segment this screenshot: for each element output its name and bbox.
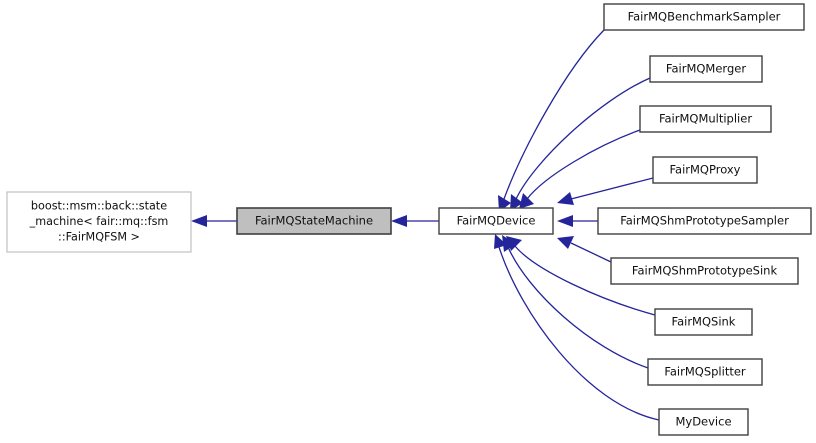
edge-shm-prototype-sampler-to-device-arrowhead-icon xyxy=(557,215,573,227)
fairmq-sink-node-label-line-1: FairMQSink xyxy=(672,315,736,329)
fairmq-benchmark-sampler-node[interactable]: FairMQBenchmarkSampler xyxy=(603,3,805,31)
edge-proxy-to-device-arrowhead-icon xyxy=(557,192,574,205)
fairmq-device-node-box[interactable] xyxy=(438,207,554,235)
fairmq-shm-prototype-sink-node[interactable]: FairMQShmPrototypeSink xyxy=(610,257,799,285)
boost-msm-back-state-machine-node-label-line-3: ::FairMQFSM > xyxy=(58,231,140,244)
fairmq-proxy-node[interactable]: FairMQProxy xyxy=(652,156,758,184)
edge-fairmq-state-machine-to-boost xyxy=(191,215,237,227)
fairmq-shm-prototype-sampler-node-box[interactable] xyxy=(597,207,812,235)
fairmq-state-machine-node[interactable]: FairMQStateMachine xyxy=(236,207,392,235)
edge-proxy-to-device-line xyxy=(570,177,654,200)
fairmq-device-node[interactable]: FairMQDevice xyxy=(438,207,554,235)
my-device-node-box[interactable] xyxy=(658,408,749,436)
edge-shm-prototype-sink-to-device-arrowhead-icon xyxy=(557,236,574,249)
edge-multiplier-to-device-arrowhead-icon xyxy=(519,193,534,209)
fairmq-multiplier-node[interactable]: FairMQMultiplier xyxy=(639,105,772,133)
fairmq-splitter-node-box[interactable] xyxy=(647,358,763,386)
fairmq-splitter-node[interactable]: FairMQSplitter xyxy=(647,358,763,386)
boost-msm-back-state-machine-node-label-line-1: boost::msm::back::state xyxy=(31,200,167,213)
edge-multiplier-to-device xyxy=(519,129,641,209)
fairmq-merger-node-box[interactable] xyxy=(649,55,763,83)
fairmq-multiplier-node-box[interactable] xyxy=(639,105,772,133)
edge-fairmq-device-to-state-machine-arrowhead-icon xyxy=(391,215,407,227)
fairmq-device-node-label-line-1: FairMQDevice xyxy=(457,214,536,228)
edge-merger-to-device-arrowhead-icon xyxy=(510,194,523,211)
boost-msm-back-state-machine-node[interactable]: boost::msm::back::state_machine< fair::m… xyxy=(6,191,192,253)
fairmq-multiplier-node-label-line-1: FairMQMultiplier xyxy=(659,112,752,126)
fairmq-merger-node[interactable]: FairMQMerger xyxy=(649,55,763,83)
edge-shm-prototype-sink-to-device xyxy=(557,236,612,263)
edge-shm-prototype-sampler-to-device xyxy=(557,215,598,227)
fairmq-proxy-node-box[interactable] xyxy=(652,156,758,184)
my-device-node[interactable]: MyDevice xyxy=(658,408,749,436)
edge-splitter-to-device-line xyxy=(507,246,649,369)
nodes-layer: boost::msm::back::state_machine< fair::m… xyxy=(6,3,812,436)
fairmq-shm-prototype-sink-node-label-line-1: FairMQShmPrototypeSink xyxy=(632,264,778,278)
boost-msm-back-state-machine-node-box[interactable] xyxy=(6,191,192,253)
boost-msm-back-state-machine-node-label-line-2: _machine< fair::mq::fsm xyxy=(29,215,169,228)
fairmq-benchmark-sampler-node-box[interactable] xyxy=(603,3,805,31)
edge-fairmq-device-to-state-machine xyxy=(391,215,439,227)
my-device-node-label-line-1: MyDevice xyxy=(675,415,731,429)
edge-fairmq-state-machine-to-boost-arrowhead-icon xyxy=(191,215,207,227)
edge-merger-to-device-line xyxy=(515,77,651,200)
edges-layer xyxy=(191,29,660,421)
edge-proxy-to-device xyxy=(557,177,654,205)
edge-my-device-to-device xyxy=(494,234,660,421)
fairmq-merger-node-label-line-1: FairMQMerger xyxy=(666,62,746,76)
fairmq-shm-prototype-sampler-node-label-line-1: FairMQShmPrototypeSampler xyxy=(620,214,789,228)
edge-benchmark-sampler-to-device-line xyxy=(503,29,605,200)
fairmq-sink-node-box[interactable] xyxy=(654,308,753,336)
fairmq-state-machine-node-label-line-1: FairMQStateMachine xyxy=(255,214,373,228)
edge-my-device-to-device-line xyxy=(498,246,660,421)
fairmq-shm-prototype-sink-node-box[interactable] xyxy=(610,257,799,285)
fairmq-splitter-node-label-line-1: FairMQSplitter xyxy=(664,365,746,379)
edge-splitter-to-device xyxy=(502,235,649,369)
fairmq-benchmark-sampler-node-label-line-1: FairMQBenchmarkSampler xyxy=(628,10,781,24)
edge-multiplier-to-device-line xyxy=(526,129,641,200)
edge-splitter-to-device-arrowhead-icon xyxy=(502,235,516,252)
fairmq-proxy-node-label-line-1: FairMQProxy xyxy=(669,163,740,177)
fairmq-state-machine-node-box[interactable] xyxy=(236,207,392,235)
edge-my-device-to-device-arrowhead-icon xyxy=(494,234,507,249)
edge-shm-prototype-sink-to-device-line xyxy=(570,242,612,263)
edge-benchmark-sampler-to-device xyxy=(498,29,605,212)
edge-sink-to-device-line xyxy=(514,245,656,316)
fairmq-sink-node[interactable]: FairMQSink xyxy=(654,308,753,336)
edge-merger-to-device xyxy=(510,77,651,211)
fairmq-shm-prototype-sampler-node[interactable]: FairMQShmPrototypeSampler xyxy=(597,207,812,235)
